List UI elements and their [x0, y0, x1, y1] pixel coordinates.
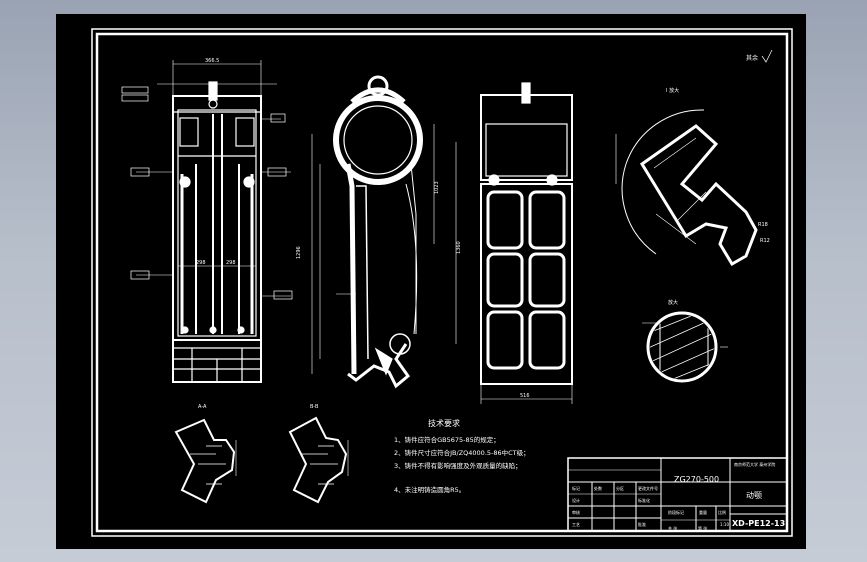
dim-left-height: 1296	[296, 246, 302, 259]
label-detail: 放大	[668, 299, 678, 306]
circle-section	[642, 311, 728, 383]
dim-r18: R18	[758, 222, 768, 228]
tech-req-item: 2、铸件尺寸应符合JB/ZQ4000.5-86中CT级；	[394, 448, 530, 457]
roughness-note: 其余	[746, 49, 773, 63]
tb-label-division: 分区	[616, 485, 624, 491]
tech-req-item: 1、铸件应符合GB5675-85的规定；	[394, 435, 500, 444]
tb-sheet-no: 第 张	[698, 525, 707, 531]
dim-right-height: 1360	[456, 241, 462, 254]
tech-requirements: 技术要求 1、铸件应符合GB5675-85的规定； 2、铸件尺寸应符合JB/ZQ…	[394, 418, 530, 494]
tb-label-scale: 比例	[718, 509, 726, 515]
tb-label-stage: 阶段标记	[668, 509, 684, 515]
tb-label-change: 更改文件号	[638, 485, 658, 491]
roughness-note-text: 其余	[746, 54, 758, 62]
dim-mid-b: 298	[226, 260, 236, 266]
section-b	[288, 416, 349, 504]
tech-req-title: 技术要求	[428, 418, 460, 428]
tb-label-mark: 标记	[572, 485, 580, 491]
label-view-k: I 放大	[666, 87, 679, 94]
detail-view	[615, 109, 758, 267]
front-view-labels: 366.5 298 298	[196, 58, 236, 266]
back-view	[480, 82, 573, 404]
tech-req-item: 4、未注明铸造圆角R5。	[394, 485, 465, 494]
material-text: ZG270-500	[674, 475, 719, 484]
dim-top-width: 366.5	[205, 58, 219, 64]
detail-view-labels: I 放大 R18 R12	[666, 87, 770, 244]
side-view-labels: 1296 1360 1023	[296, 181, 462, 259]
tb-label-standardize: 标准化	[638, 497, 650, 503]
outer-border	[91, 28, 793, 537]
drawing-viewport[interactable]: 其余	[56, 14, 806, 549]
section-a	[174, 418, 237, 504]
tb-label-audit: 审核	[572, 509, 580, 515]
title-block	[567, 457, 788, 532]
tb-label-design: 设计	[572, 497, 580, 503]
inner-border	[95, 32, 789, 533]
tb-label-process: 工艺	[572, 522, 580, 527]
tb-scale-value: 1:10	[720, 522, 729, 527]
front-view	[136, 60, 291, 383]
tb-label-weight: 重量	[699, 509, 707, 515]
dim-r12: R12	[760, 238, 770, 244]
dim-mid-height: 1023	[434, 181, 440, 194]
drawing-number: XD-PE12-13	[732, 519, 785, 528]
tb-label-approve: 批准	[638, 521, 646, 527]
tech-req-item: 3、铸件不得有影响强度及外观质量的缺陷；	[394, 461, 522, 470]
title-block-text: ZG270-500 南京师范大学 泰州学院 动颚 XD-PE12-13 标记 处…	[572, 461, 785, 531]
label-section-bb: B-B	[310, 404, 319, 410]
part-name: 动颚	[746, 490, 762, 500]
dim-bottom-width: 516	[520, 393, 530, 399]
tb-label-count: 处数	[594, 485, 602, 491]
dim-mid-a: 298	[196, 260, 206, 266]
side-view	[311, 75, 457, 389]
school-text: 南京师范大学 泰州学院	[734, 461, 775, 467]
cad-drawing: 其余	[91, 28, 793, 537]
label-section-aa: A-A	[198, 404, 207, 410]
tolerance-frames	[121, 86, 293, 300]
tb-sheet-total: 共 张	[668, 525, 677, 531]
